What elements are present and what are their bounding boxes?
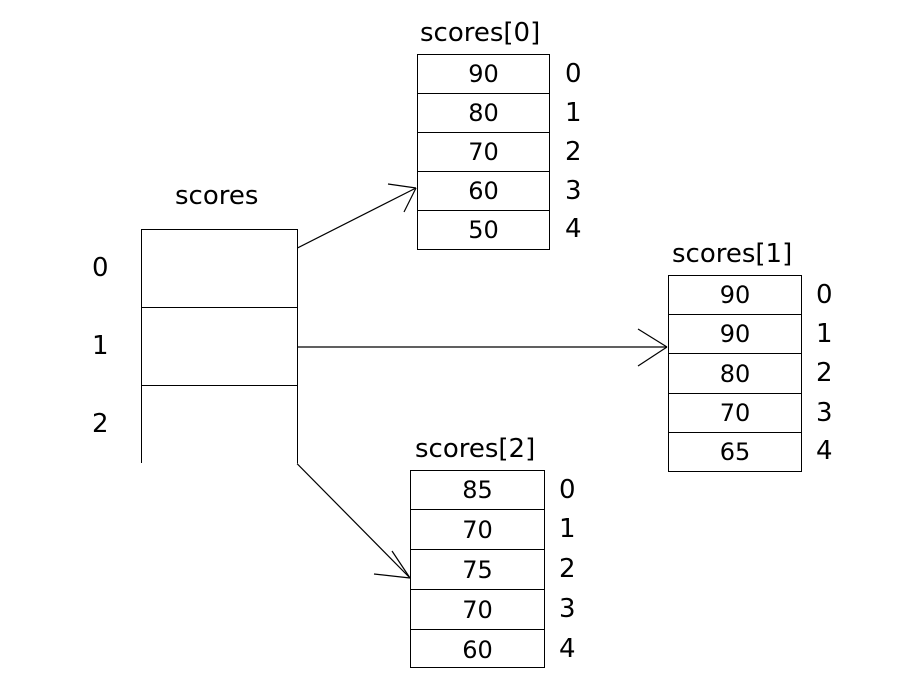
scores2-box: 85 70 75 70 60 [410,470,545,668]
outer-array-title: scores [175,181,259,211]
scores0-index-1: 1 [565,97,582,128]
outer-array-index-column: 0 1 2 [92,229,132,463]
scores2-title: scores[2] [415,434,536,464]
scores2-cell-1[interactable]: 70 [411,510,544,550]
scores1-cell-4[interactable]: 65 [719,438,751,466]
scores0-cell-3[interactable]: 60 [418,172,549,211]
scores0-title: scores[0] [420,18,541,48]
scores1-index-0: 0 [816,279,833,310]
arrow-outer1-to-scores1 [250,328,668,367]
scores0-index-0: 0 [565,58,582,89]
outer-array-cell-2[interactable] [142,386,297,464]
scores1-cell-3[interactable]: 70 [669,394,801,433]
scores0-cell-1[interactable]: 80 [418,94,549,133]
scores0-index-column: 0 1 2 3 4 [565,54,601,250]
scores0-cell-4[interactable]: 50 [468,216,499,244]
scores0-index-4: 4 [565,214,582,244]
scores0-index-2: 2 [565,136,582,167]
scores1-index-2: 2 [816,358,833,388]
scores2-index-3: 3 [559,594,576,624]
scores2-index-2: 2 [559,554,576,584]
scores0-cell-2[interactable]: 70 [418,133,549,172]
scores1-box: 90 90 80 70 65 [668,275,802,472]
outer-array-index-2: 2 [92,409,109,439]
scores1-cell-1[interactable]: 90 [669,315,801,354]
scores1-index-column: 0 1 2 3 4 [816,275,852,472]
scores2-index-4: 4 [559,633,576,664]
scores2-cell-4[interactable]: 60 [462,635,493,664]
scores1-index-3: 3 [816,397,833,428]
scores1-title: scores[1] [672,239,793,269]
outer-array-box [141,229,298,464]
outer-array-index-0: 0 [92,253,109,283]
outer-array-cell-0[interactable] [142,230,297,308]
scores0-box: 90 80 70 60 50 [417,54,550,250]
scores2-cell-3[interactable]: 70 [411,590,544,630]
outer-array-index-1: 1 [92,331,109,361]
scores1-index-4: 4 [816,436,833,466]
scores1-index-1: 1 [816,318,833,349]
scores0-index-3: 3 [565,175,582,206]
scores2-cell-0[interactable]: 85 [411,471,544,510]
scores0-cell-0[interactable]: 90 [418,55,549,94]
scores2-index-0: 0 [559,474,576,505]
scores1-cell-0[interactable]: 90 [669,276,801,315]
scores2-cell-2[interactable]: 75 [411,550,544,590]
scores2-index-column: 0 1 2 3 4 [559,470,595,668]
scores1-cell-2[interactable]: 80 [669,354,801,394]
scores2-index-1: 1 [559,514,576,544]
outer-array-cell-1[interactable] [142,308,297,386]
